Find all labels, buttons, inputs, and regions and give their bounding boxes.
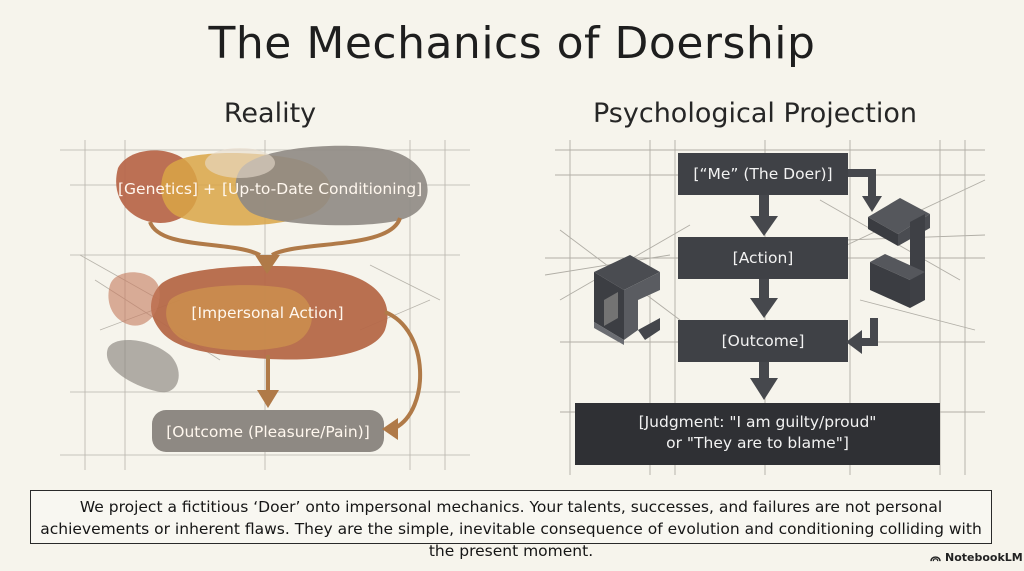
ochre-action-blob	[166, 285, 312, 351]
page-title: The Mechanics of Doership	[208, 18, 816, 69]
conditioning-to-action-arrow	[271, 217, 402, 257]
projection-boxes	[575, 153, 940, 465]
caption-box: We project a fictitious ‘Doer’ onto impe…	[30, 490, 992, 560]
genetics-to-action-arrow	[148, 221, 261, 257]
action-loop-arrow	[384, 310, 423, 430]
judgment-label-line2: or "They are to blame"]	[666, 434, 849, 452]
me-doer-label: [“Me” (The Doer)]	[693, 165, 833, 183]
doer-loop-arrow	[848, 169, 882, 212]
impersonal-action-label: [Impersonal Action]	[191, 304, 344, 322]
isometric-shapes	[594, 198, 930, 345]
action-label: [Action]	[732, 249, 794, 267]
me-doer-box	[678, 153, 848, 195]
reality-arrows	[148, 217, 423, 440]
genetics-label: [Genetics]	[118, 180, 198, 198]
outcome-loop-arrow	[846, 318, 878, 354]
judgment-label-line1: [Judgment: "I am guilty/proud"	[638, 413, 877, 431]
loop-arrowhead	[382, 418, 398, 440]
faint-blob	[205, 148, 275, 178]
reality-outcome-label: [Outcome (Pleasure/Pain)]	[166, 423, 370, 441]
notebooklm-icon	[930, 556, 941, 562]
merge-arrowhead	[255, 255, 280, 274]
plus-label: +	[203, 180, 216, 198]
projection-arrows	[750, 169, 882, 400]
reality-heading: Reality	[223, 98, 317, 129]
outcome-to-judgment-arrow	[750, 362, 778, 400]
doer-to-action-arrow	[750, 195, 778, 236]
brand-watermark: NotebookLM	[930, 551, 1023, 564]
left-bracket-shape	[594, 255, 660, 345]
reality-blobs	[106, 145, 428, 452]
conditioning-blob	[235, 145, 428, 226]
right-bracket-shape	[870, 214, 925, 308]
outcome-pill	[152, 410, 384, 452]
judgment-box	[575, 403, 940, 465]
brand-label: NotebookLM	[945, 551, 1023, 564]
action-box	[678, 237, 848, 279]
conditioning-label: [Up-to-Date Conditioning]	[222, 180, 423, 198]
outcome-box	[678, 320, 848, 362]
small-rust-blob	[108, 272, 160, 326]
action-to-outcome-arrow	[750, 279, 778, 318]
projection-heading: Psychological Projection	[593, 98, 917, 129]
outcome-label: [Outcome]	[721, 332, 805, 350]
down-arrowhead	[257, 390, 279, 408]
small-grey-blob	[106, 339, 179, 393]
